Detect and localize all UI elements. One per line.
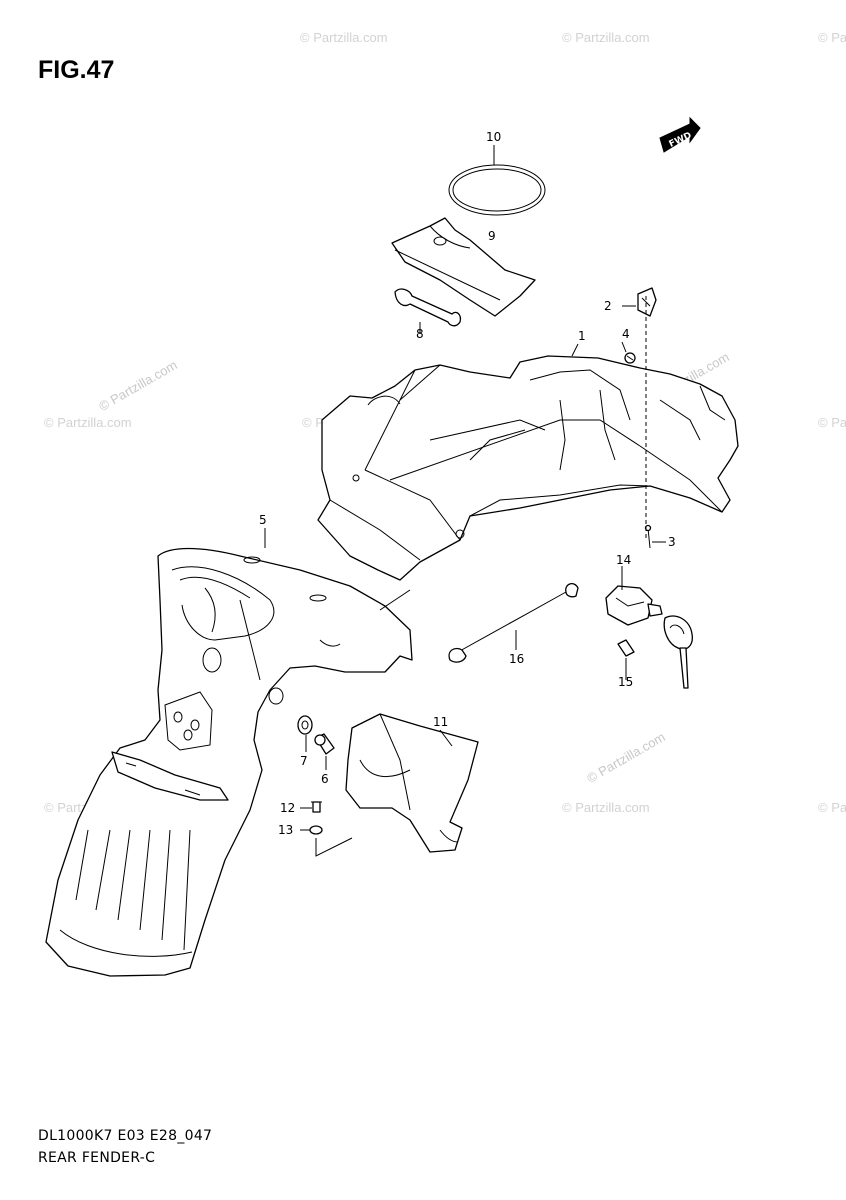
watermark: © Partzil (818, 800, 846, 815)
callout-14: 14 (616, 553, 631, 567)
part-13-washer[interactable] (309, 825, 323, 835)
forward-arrow-icon: FWD (659, 116, 701, 153)
callout-10: 10 (486, 130, 501, 144)
callout-3: 3 (668, 535, 676, 549)
callout-2: 2 (604, 299, 612, 313)
figure-title: FIG.47 (38, 56, 115, 84)
callout-7: 7 (300, 754, 308, 768)
watermark: © Partzilla.com (44, 415, 132, 430)
watermark: © Partzilla.com (562, 30, 650, 45)
callout-9: 9 (488, 229, 496, 243)
callout-4: 4 (622, 327, 630, 341)
diagram-code: DL1000K7 E03 E28_047 (38, 1128, 213, 1144)
callout-1: 1 (578, 329, 586, 343)
part-8-wrench[interactable] (394, 288, 462, 327)
part-4-screw[interactable] (624, 352, 636, 364)
callout-15: 15 (618, 675, 633, 689)
callout-labels: 1 2 3 4 5 6 7 8 9 10 11 12 13 14 15 16 (259, 130, 676, 837)
watermark: © Partzilla.com (300, 30, 388, 45)
watermark: © Partzilla.com (562, 800, 650, 815)
part-14-helmet-lock[interactable] (605, 585, 693, 689)
part-7-washer[interactable] (297, 715, 313, 735)
part-15-screw[interactable] (617, 639, 635, 657)
part-9-tool-bag[interactable] (391, 217, 536, 317)
callout-8: 8 (416, 327, 424, 341)
part-12-bolt[interactable] (311, 801, 322, 813)
part-11-mud-guard[interactable] (345, 713, 479, 853)
callout-16: 16 (509, 652, 524, 666)
callout-13: 13 (278, 823, 293, 837)
part-6-bolt[interactable] (314, 733, 335, 755)
part-16-cable[interactable] (448, 582, 579, 663)
diagram-name: REAR FENDER-C (38, 1150, 156, 1166)
watermark: © Partzil (818, 415, 846, 430)
part-2-clamp[interactable] (637, 287, 657, 317)
part-5-rear-fender[interactable] (45, 547, 413, 977)
part-10-band[interactable] (448, 164, 546, 216)
watermark: © Partzil (818, 30, 846, 45)
callout-5: 5 (259, 513, 267, 527)
callout-11: 11 (433, 715, 448, 729)
part-1-rear-fender-tray[interactable] (317, 355, 739, 581)
callout-12: 12 (280, 801, 295, 815)
callout-6: 6 (321, 772, 329, 786)
leader-lines (264, 145, 666, 857)
